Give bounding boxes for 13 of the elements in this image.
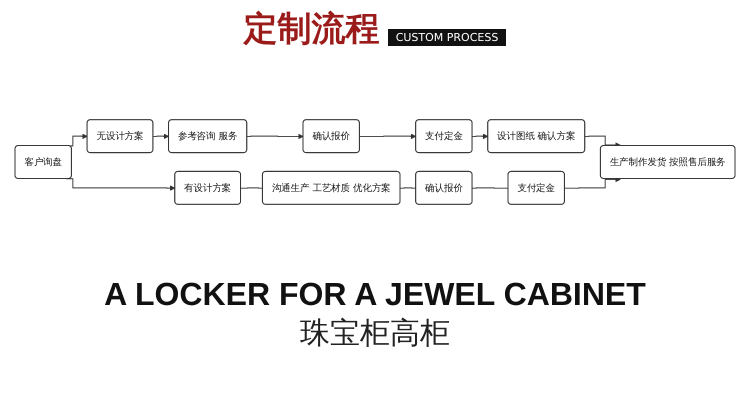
arrow xyxy=(246,134,304,140)
connector xyxy=(472,187,509,189)
connector xyxy=(240,187,264,189)
arrow xyxy=(472,134,488,140)
arrow xyxy=(564,176,621,189)
heading-text: A LOCKER FOR A JEWEL CABINET xyxy=(104,276,646,313)
arrow xyxy=(584,136,621,148)
subtitle-banner: CUSTOM PROCESS xyxy=(388,29,506,46)
subheading-text: 珠宝柜高柜 xyxy=(300,315,450,353)
arrow xyxy=(359,134,416,140)
connector xyxy=(400,187,416,189)
arrow xyxy=(152,134,170,140)
title: 定制流程 xyxy=(244,8,380,51)
